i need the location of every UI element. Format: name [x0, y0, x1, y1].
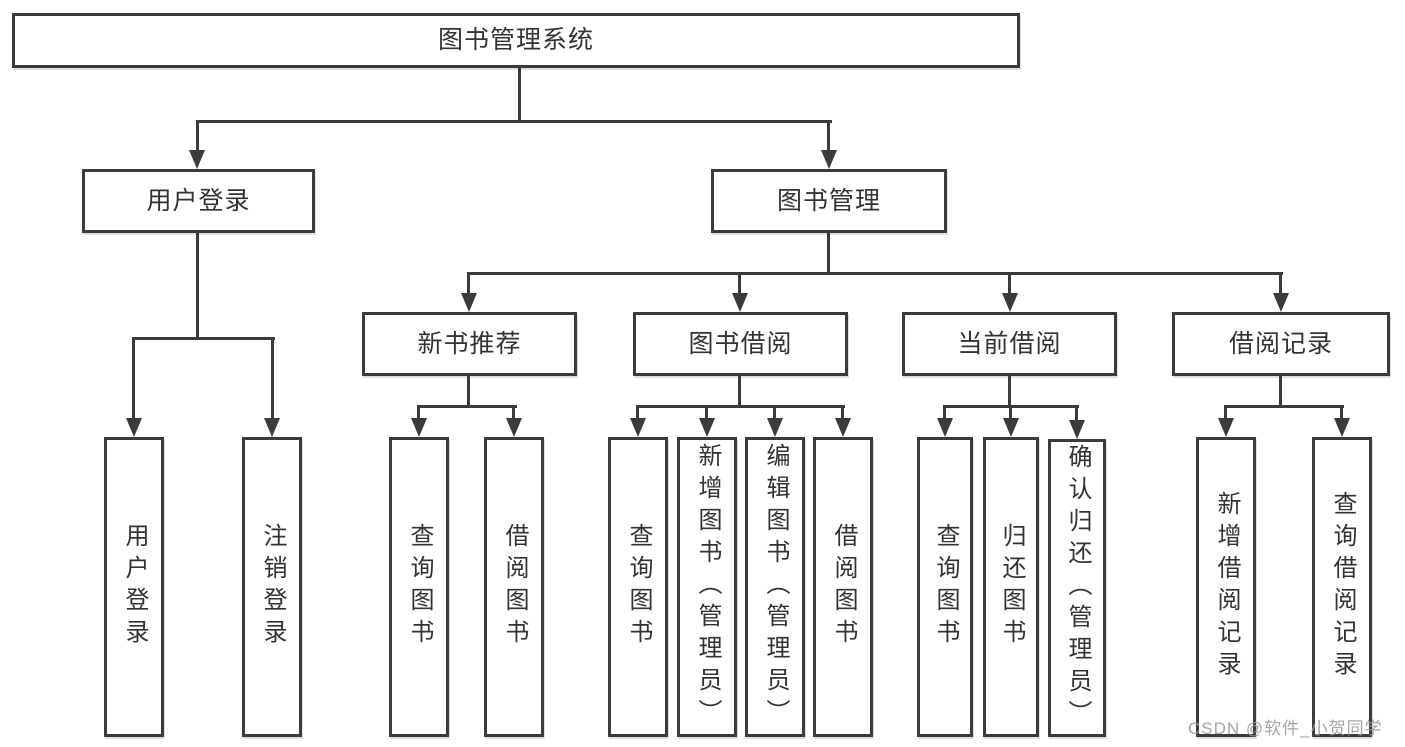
- arrowhead: [506, 418, 522, 437]
- connector-vline: [827, 120, 830, 153]
- leaf-recommend-query-books: 查询图书: [389, 437, 449, 737]
- connector-vline: [467, 272, 470, 294]
- connector-vline: [841, 405, 844, 420]
- connector-vline: [132, 337, 135, 421]
- csdn-watermark: CSDN @软件_小贺同学: [1188, 719, 1383, 738]
- node-user-login: 用户登录: [82, 169, 315, 233]
- leaf-current-query-books: 查询图书: [917, 437, 973, 737]
- connector-vline: [827, 233, 830, 274]
- connector-vline: [705, 405, 708, 420]
- arrowhead: [1003, 418, 1019, 437]
- arrowhead: [1069, 420, 1085, 439]
- connector-hline: [417, 405, 517, 408]
- arrowhead: [699, 418, 715, 437]
- arrowhead: [126, 418, 142, 437]
- connector-vline: [512, 405, 515, 420]
- connector-vline: [1279, 272, 1282, 294]
- leaf-recommend-borrow-books: 借阅图书: [484, 437, 544, 737]
- node-label: 编辑图书（管理员）: [762, 443, 789, 731]
- connector-vline: [417, 405, 420, 420]
- node-label: 查询图书: [406, 523, 433, 651]
- arrowhead: [1334, 418, 1350, 437]
- arrowhead: [1002, 293, 1018, 312]
- leaf-borrowing-query-books: 查询图书: [608, 437, 668, 737]
- connector-vline: [1340, 405, 1343, 420]
- connector-vline: [196, 120, 199, 153]
- connector-vline: [518, 67, 521, 120]
- node-library-system: 图书管理系统: [12, 13, 1020, 68]
- leaf-current-confirm-return: 确认归还（管理员）: [1048, 439, 1106, 737]
- connector-vline: [943, 405, 946, 420]
- node-label: 图书管理系统: [437, 26, 594, 54]
- arrowhead: [461, 293, 477, 312]
- node-borrowing-records: 借阅记录: [1172, 312, 1390, 376]
- connector-hline: [467, 272, 1283, 275]
- node-label: 查询图书: [625, 523, 652, 651]
- node-current-borrowing: 当前借阅: [902, 312, 1117, 376]
- node-label: 图书借阅: [688, 329, 793, 358]
- arrowhead: [937, 418, 953, 437]
- connector-vline: [271, 337, 274, 421]
- arrowhead: [732, 293, 748, 312]
- node-book-management: 图书管理: [711, 169, 947, 233]
- connector-vline: [1008, 272, 1011, 294]
- node-book-borrowing: 图书借阅: [633, 312, 848, 376]
- connector-vline: [1009, 405, 1012, 420]
- node-label: 归还图书: [998, 523, 1025, 651]
- arrowhead: [1273, 293, 1289, 312]
- connector-hline: [196, 120, 832, 123]
- connector-hline: [1224, 405, 1344, 408]
- connector-vline: [196, 233, 199, 337]
- connector-vline: [738, 376, 741, 408]
- leaf-logout: 注销登录: [242, 437, 302, 737]
- node-label: 用户登录: [121, 523, 148, 651]
- connector-vline: [636, 405, 639, 420]
- node-label: 查询借阅记录: [1329, 491, 1356, 683]
- connector-vline: [1279, 376, 1282, 408]
- leaf-records-add-record: 新增借阅记录: [1196, 437, 1256, 737]
- node-label: 注销登录: [259, 523, 286, 651]
- node-label: 借阅记录: [1228, 329, 1333, 358]
- node-label: 用户登录: [146, 186, 251, 215]
- node-label: 确认归还（管理员）: [1064, 444, 1091, 732]
- node-new-book-recommend: 新书推荐: [362, 312, 577, 376]
- node-label: 新增图书（管理员）: [694, 443, 721, 731]
- leaf-borrowing-borrow-books: 借阅图书: [813, 437, 873, 737]
- node-label: 借阅图书: [501, 523, 528, 651]
- node-label: 图书管理: [776, 186, 881, 215]
- arrowhead: [411, 418, 427, 437]
- leaf-user-login: 用户登录: [104, 437, 164, 737]
- leaf-borrowing-add-books: 新增图书（管理员）: [677, 437, 737, 737]
- connector-hline: [132, 337, 275, 340]
- arrowhead: [821, 150, 837, 169]
- connector-vline: [1008, 376, 1011, 408]
- connector-vline: [1224, 405, 1227, 420]
- arrowhead: [189, 150, 205, 169]
- connector-hline: [636, 405, 845, 408]
- connector-vline: [738, 272, 741, 294]
- node-label: 新增借阅记录: [1213, 491, 1240, 683]
- arrowhead: [1218, 418, 1234, 437]
- leaf-current-return-books: 归还图书: [983, 437, 1039, 737]
- leaf-borrowing-edit-books: 编辑图书（管理员）: [745, 437, 805, 737]
- node-label: 查询图书: [932, 523, 959, 651]
- node-label: 新书推荐: [417, 329, 522, 358]
- node-label: 借阅图书: [830, 523, 857, 651]
- connector-vline: [467, 376, 470, 408]
- arrowhead: [630, 418, 646, 437]
- leaf-records-query-record: 查询借阅记录: [1312, 437, 1372, 737]
- arrowhead: [767, 418, 783, 437]
- connector-vline: [773, 405, 776, 420]
- arrowhead: [835, 418, 851, 437]
- connector-vline: [1075, 405, 1078, 420]
- arrowhead: [264, 418, 280, 437]
- node-label: 当前借阅: [957, 329, 1062, 358]
